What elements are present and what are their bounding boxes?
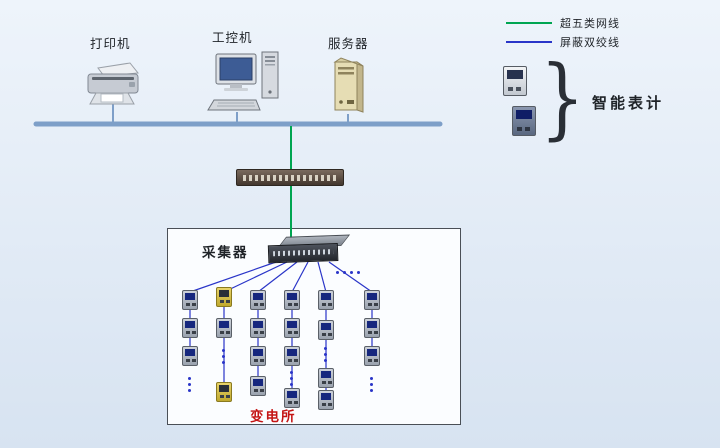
power-meter-icon (318, 320, 334, 340)
smart-meter-label: 智能表计 (592, 95, 665, 112)
ellipsis-horizontal (336, 271, 360, 274)
legend-item-stp: 屏蔽双绞线 (506, 36, 620, 49)
power-meter-icon (284, 318, 300, 338)
power-meter-icon (182, 290, 198, 310)
power-meter-icon (250, 346, 266, 366)
power-meter-icon (364, 346, 380, 366)
cat5e-label: 超五类网线 (560, 18, 620, 30)
power-meter-icon (250, 376, 266, 396)
stp-line-swatch (506, 41, 552, 43)
stp-wire-line (317, 261, 327, 293)
legend-item-cat5e: 超五类网线 (506, 17, 620, 30)
stp-wire-line (328, 261, 373, 293)
power-meter-dark-icon (512, 106, 536, 136)
legend: 超五类网线 屏蔽双绞线 (506, 17, 620, 49)
ellipsis-vertical (370, 377, 373, 392)
power-meter-icon (364, 318, 380, 338)
power-meter-icon (250, 290, 266, 310)
collector-device-icon (266, 234, 351, 266)
stp-label: 屏蔽双绞线 (560, 37, 620, 49)
power-meter-icon (216, 287, 232, 307)
ellipsis-vertical (222, 349, 225, 364)
ethernet-switch-icon (236, 169, 344, 186)
ellipsis-vertical (290, 371, 293, 386)
power-meter-icon (284, 388, 300, 408)
ellipsis-vertical (324, 347, 327, 362)
power-meter-icon (364, 290, 380, 310)
power-meter-icon (216, 318, 232, 338)
printer-icon (82, 60, 144, 111)
stp-wire-line (257, 261, 298, 293)
computer-icon (206, 48, 282, 119)
substation-label: 变电所 (250, 409, 297, 424)
server-tower-icon (327, 54, 371, 121)
collector-label: 采集器 (202, 245, 249, 260)
stp-wire-line (291, 261, 309, 293)
power-meter-icon (216, 382, 232, 402)
power-meter-icon (318, 390, 334, 410)
server-label: 服务器 (328, 37, 369, 51)
stp-wire-line (223, 261, 288, 293)
power-meter-light-icon (503, 66, 527, 96)
brace: } (540, 46, 585, 149)
cat5e-line-swatch (506, 22, 552, 24)
power-meter-icon (182, 346, 198, 366)
ipc-label: 工控机 (212, 31, 253, 45)
printer-label: 打印机 (90, 37, 131, 51)
collector-front-face (267, 242, 339, 264)
ellipsis-vertical (188, 377, 191, 392)
power-meter-icon (318, 368, 334, 388)
power-meter-icon (284, 346, 300, 366)
power-meter-icon (284, 290, 300, 310)
stp-wire-line (189, 261, 277, 293)
power-meter-icon (318, 290, 334, 310)
power-meter-icon (250, 318, 266, 338)
power-meter-icon (182, 318, 198, 338)
